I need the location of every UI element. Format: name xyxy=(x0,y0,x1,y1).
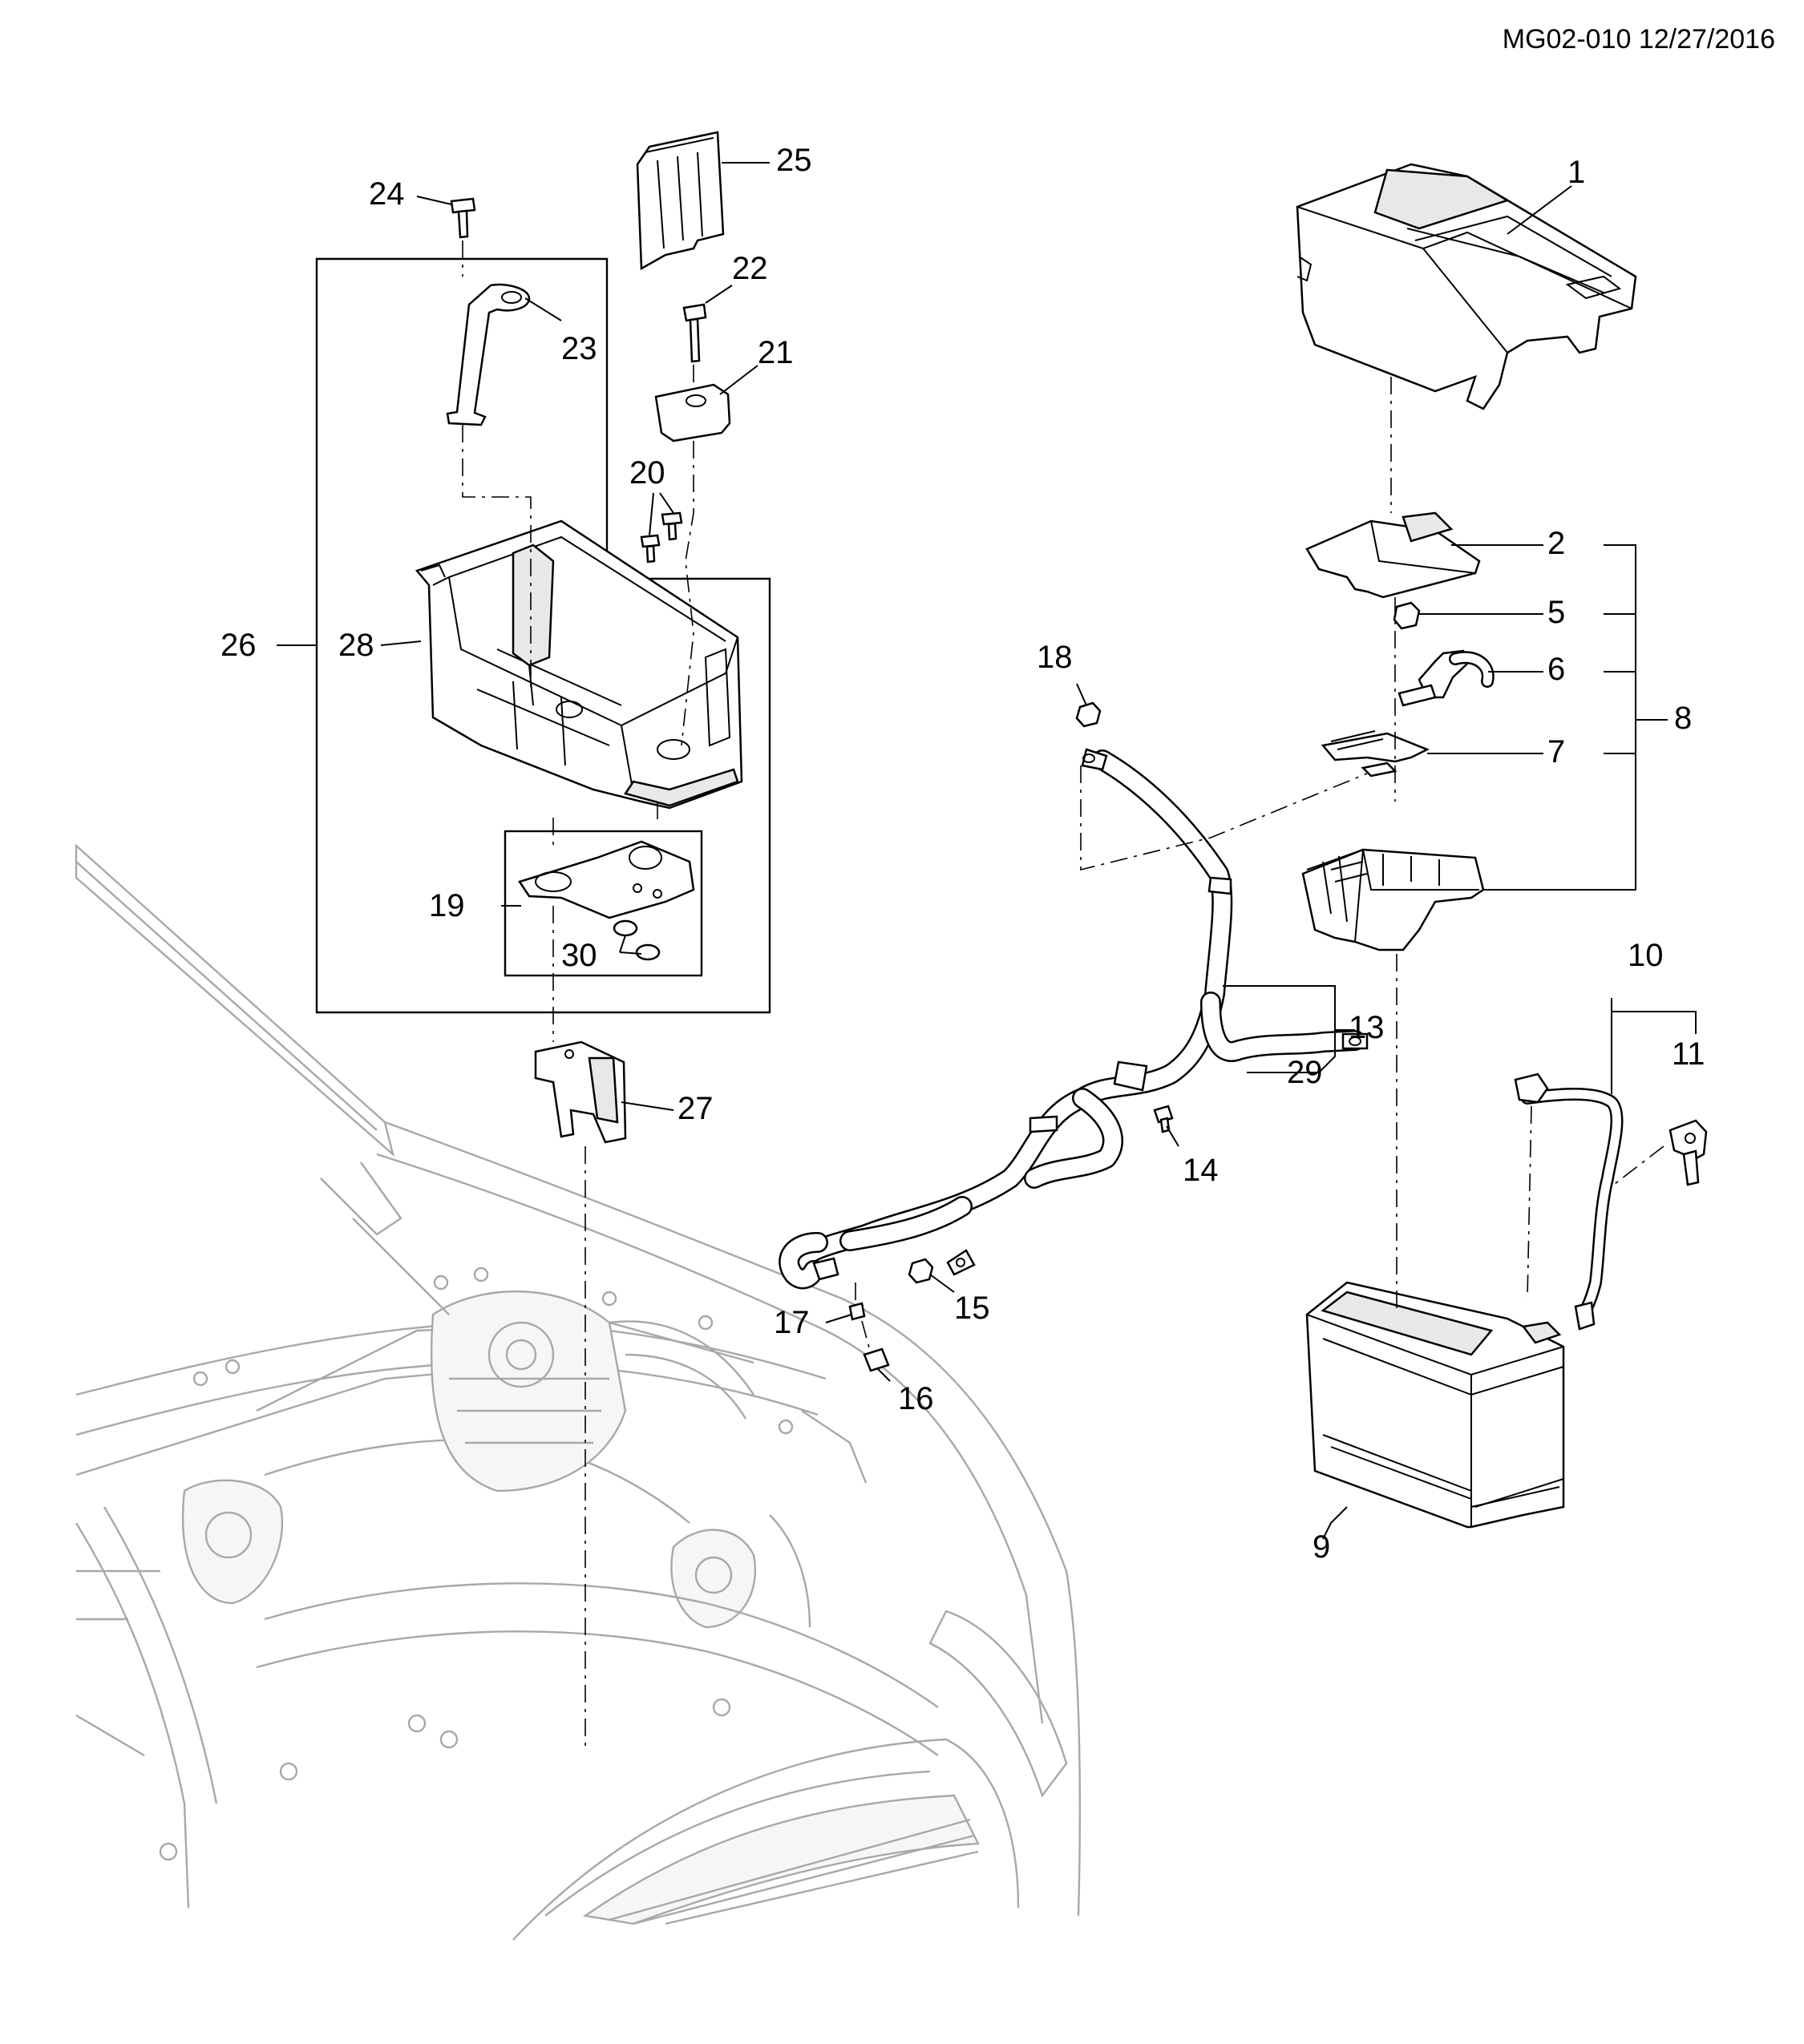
part-24-bolt xyxy=(450,197,476,239)
part-5-nut xyxy=(1393,601,1421,630)
callout-21: 21 xyxy=(758,335,794,370)
callout-26: 26 xyxy=(220,628,257,663)
part-28-battery-tray xyxy=(415,519,743,810)
part-9-battery xyxy=(1305,1281,1565,1529)
part-1-battery-cover xyxy=(1296,163,1637,410)
callout-2: 2 xyxy=(1547,526,1566,561)
part-23-hold-down-bracket xyxy=(446,283,531,426)
callout-22: 22 xyxy=(732,251,768,286)
callout-6: 6 xyxy=(1547,652,1566,687)
part-25-cover-plate xyxy=(636,131,725,271)
callout-19: 19 xyxy=(429,888,465,923)
diagram-id-date: MG02-010 12/27/2016 xyxy=(1502,24,1775,55)
callout-30: 30 xyxy=(561,938,597,973)
part-15-nut xyxy=(908,1258,934,1284)
callout-15: 15 xyxy=(954,1291,990,1326)
callout-25: 25 xyxy=(776,143,812,178)
callout-28: 28 xyxy=(338,628,374,663)
part-16-cap xyxy=(863,1347,890,1372)
part-13-cable-harness xyxy=(779,748,1369,1290)
part-30-nuts xyxy=(613,919,661,961)
tray-kit-box-26 xyxy=(315,257,771,1014)
callout-1: 1 xyxy=(1567,155,1586,190)
callout-18: 18 xyxy=(1037,640,1073,675)
leader-lines xyxy=(277,162,1697,1540)
part-22-bolt xyxy=(682,303,707,363)
part-14-bolt xyxy=(1153,1105,1174,1133)
callout-11: 11 xyxy=(1672,1036,1705,1072)
callout-29: 29 xyxy=(1287,1055,1323,1090)
callout-7: 7 xyxy=(1547,734,1566,770)
part-11-battery-sensor xyxy=(1668,1119,1708,1186)
callout-24: 24 xyxy=(369,176,405,212)
callout-27: 27 xyxy=(678,1091,714,1126)
callout-8: 8 xyxy=(1674,701,1693,736)
part-19-bracket xyxy=(518,840,695,919)
callout-5: 5 xyxy=(1547,595,1566,630)
callout-20: 20 xyxy=(629,455,665,491)
part-18-nut xyxy=(1075,701,1102,728)
part-20-bolts xyxy=(640,511,683,564)
part-27-support-bracket xyxy=(534,1040,627,1144)
part-2-fuse-cover xyxy=(1305,511,1481,599)
vehicle-front-end xyxy=(75,843,1082,1941)
callout-23: 23 xyxy=(561,331,597,366)
callout-14: 14 xyxy=(1183,1153,1219,1188)
part-17-clip xyxy=(848,1302,866,1321)
callout-17: 17 xyxy=(774,1305,810,1340)
callout-16: 16 xyxy=(898,1381,934,1416)
part-6-terminal xyxy=(1397,649,1495,707)
callout-13: 13 xyxy=(1349,1010,1385,1045)
part-7-bus-bar xyxy=(1321,730,1430,778)
callout-10: 10 xyxy=(1628,938,1664,973)
fuse-block xyxy=(1301,848,1485,951)
part-10-negative-cable xyxy=(1514,1072,1624,1331)
part-21-clamp xyxy=(654,383,731,442)
bracket-kit-box-19 xyxy=(504,830,703,977)
callout-9: 9 xyxy=(1313,1529,1331,1565)
